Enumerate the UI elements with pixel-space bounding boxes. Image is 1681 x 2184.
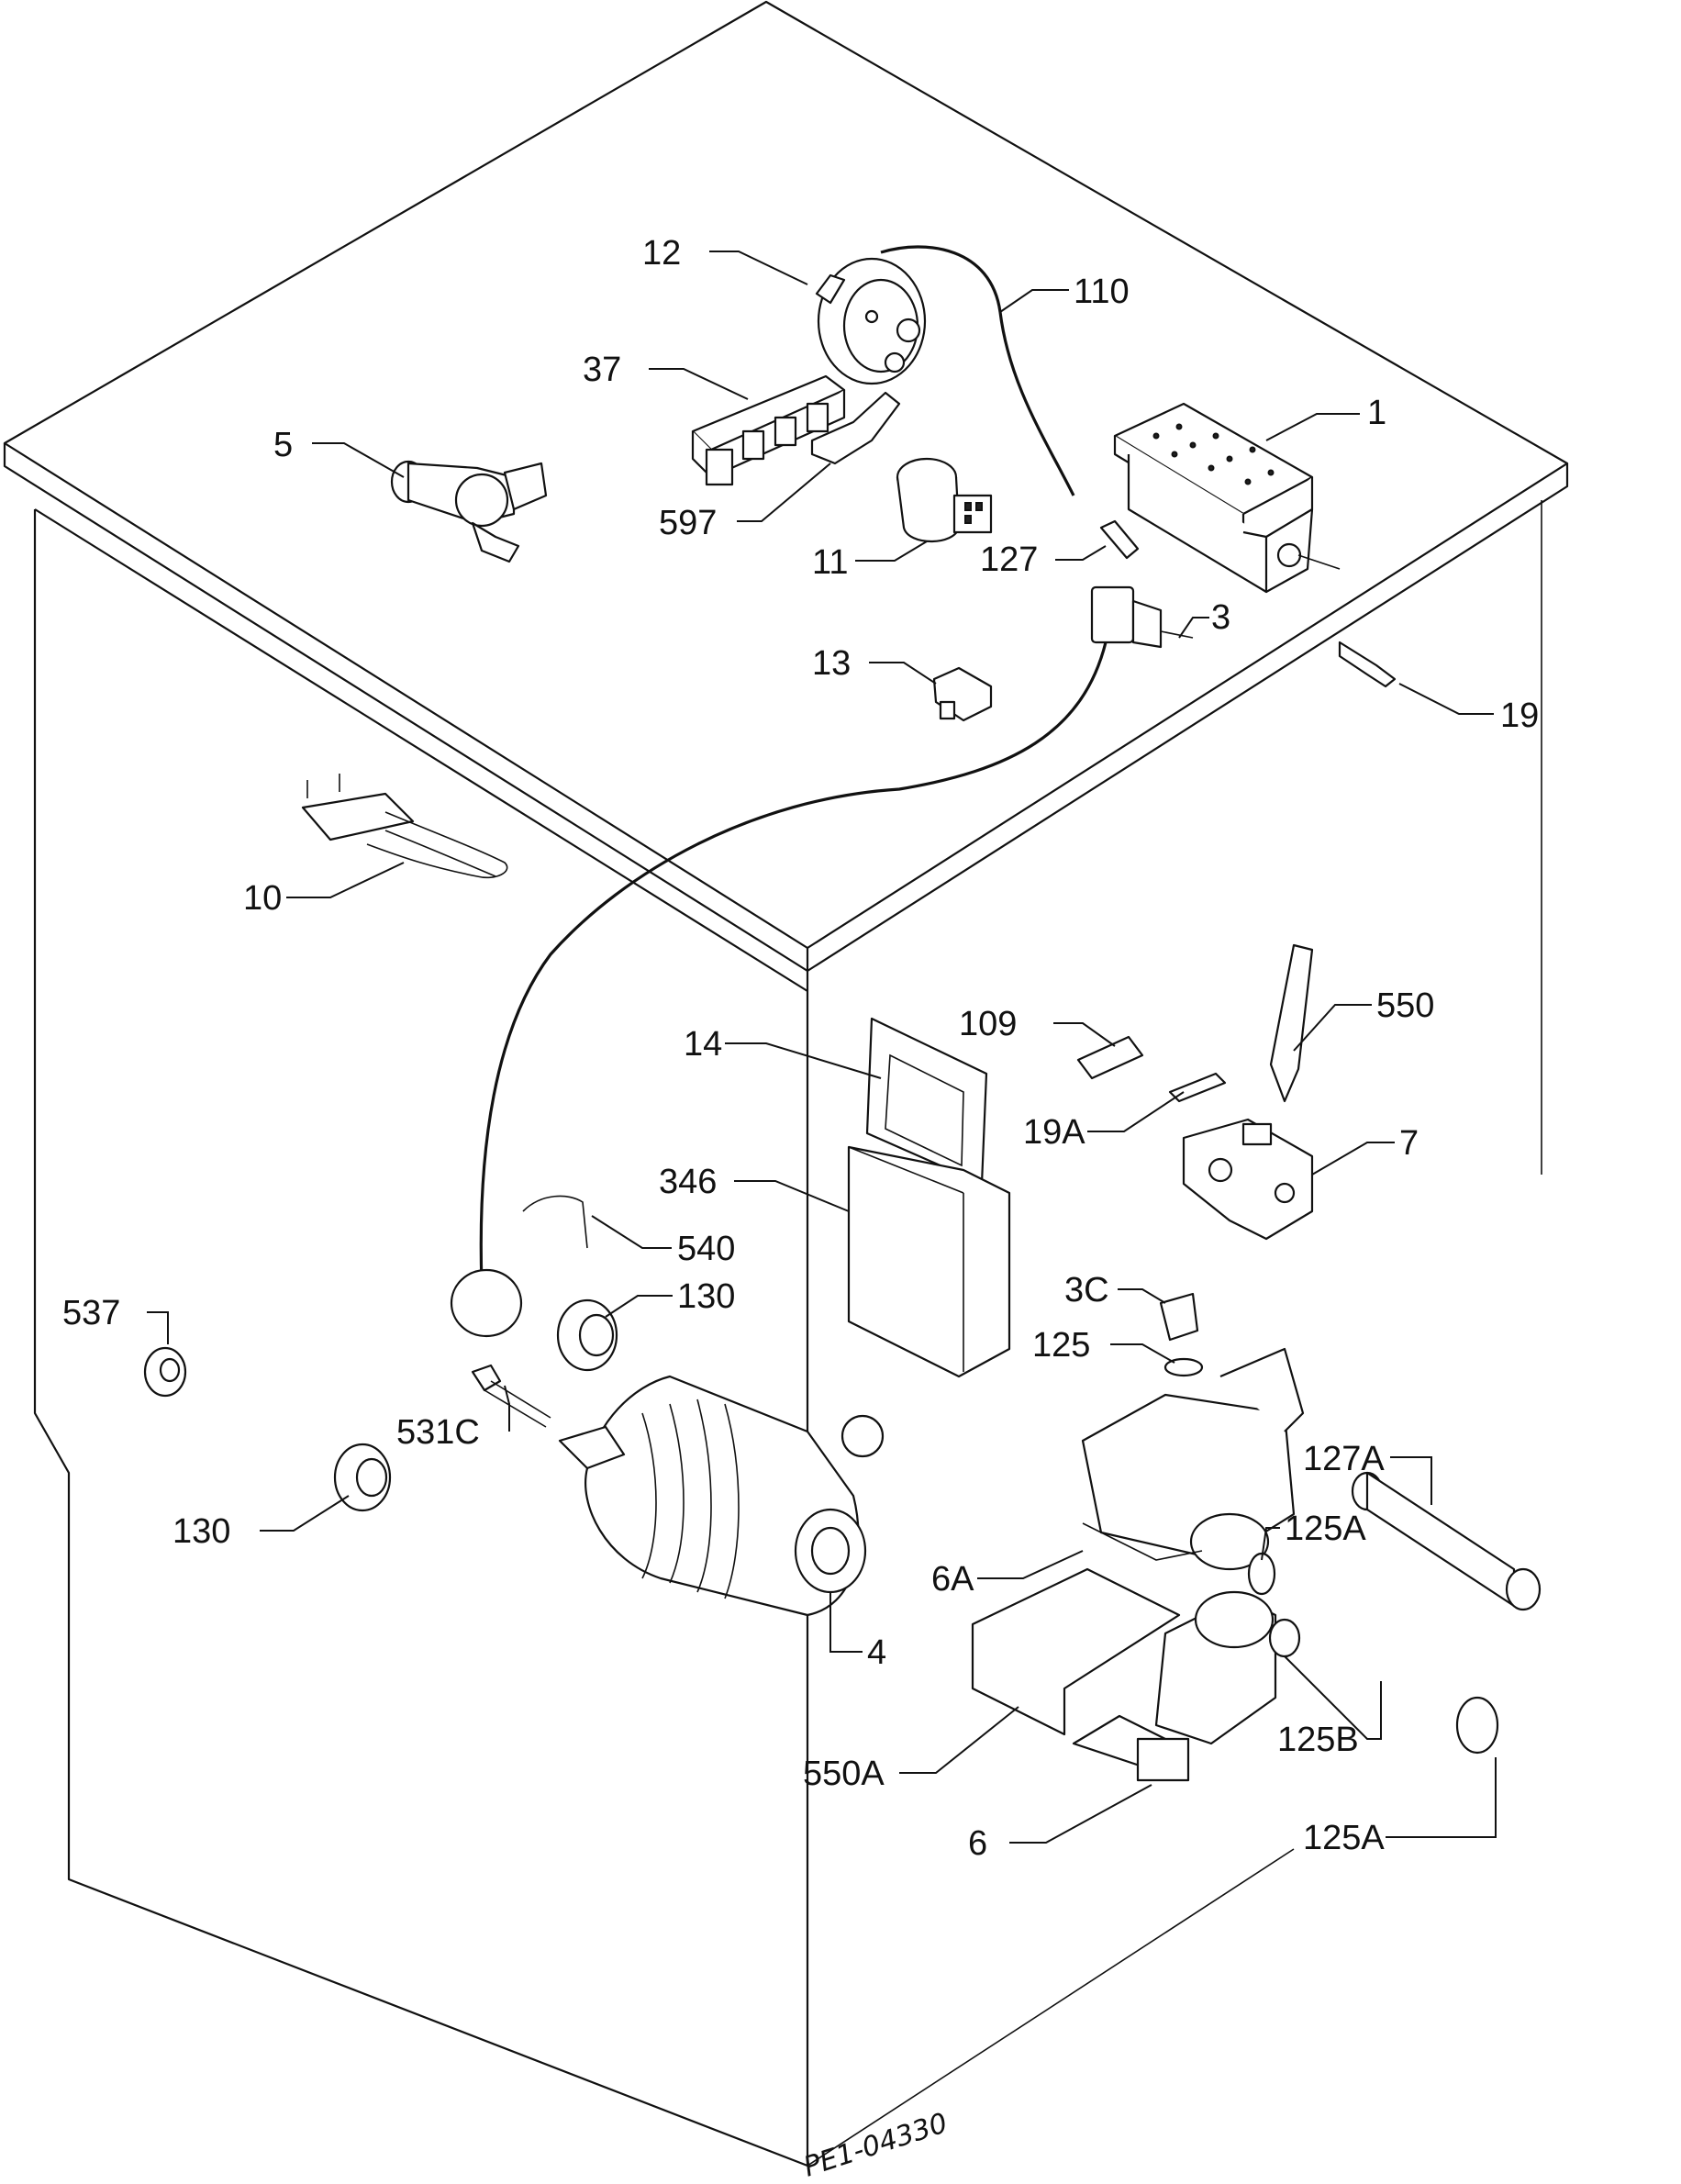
label-531c: 531C (396, 1413, 480, 1452)
grommet-130-upper-part (556, 1298, 618, 1372)
cover-550a-part (971, 1567, 1181, 1736)
label-597: 597 (659, 504, 717, 542)
capacitor-part (896, 457, 993, 543)
label-14: 14 (684, 1025, 722, 1064)
label-7: 7 (1399, 1124, 1419, 1163)
label-19a: 19A (1023, 1113, 1085, 1152)
label-130-lower: 130 (173, 1512, 230, 1551)
cable-plug-part (450, 1268, 523, 1338)
label-550: 550 (1376, 986, 1434, 1025)
label-540: 540 (677, 1230, 735, 1268)
pipe-127a-part (1247, 1471, 1542, 1611)
label-13: 13 (812, 644, 851, 683)
label-37: 37 (583, 351, 621, 389)
label-109: 109 (959, 1005, 1017, 1043)
label-127: 127 (980, 540, 1038, 579)
heating-element-part (301, 774, 508, 879)
label-6a: 6A (931, 1560, 974, 1599)
detergent-dispenser-part (847, 1017, 1011, 1378)
label-125a-lower: 125A (1303, 1819, 1385, 1857)
label-10: 10 (243, 879, 282, 918)
label-3: 3 (1211, 598, 1230, 637)
grommet-130-lower-part (333, 1443, 392, 1512)
timer-dots (1152, 423, 1275, 485)
part-labels: 12 110 1 37 5 597 11 127 3 13 19 10 14 1… (62, 234, 1539, 1863)
plug-537-part (143, 1346, 187, 1398)
pump-motor-part (1072, 1590, 1277, 1782)
screw-531c-part (471, 1364, 551, 1428)
label-5: 5 (273, 426, 293, 464)
label-110: 110 (1074, 273, 1130, 311)
pressure-switch-part (815, 257, 927, 385)
connector-13-part (932, 666, 993, 722)
terminal-block-part (691, 374, 846, 486)
label-346: 346 (659, 1163, 717, 1201)
leader-lines (147, 251, 1497, 1844)
probe-19a-part (1168, 1072, 1227, 1103)
sensor-3c-part (1159, 1292, 1204, 1377)
hose-part (880, 245, 1075, 496)
label-537: 537 (62, 1294, 120, 1332)
motor-part (558, 1375, 885, 1617)
hook-540-part (522, 1195, 588, 1249)
door-lock-part (1182, 943, 1314, 1241)
label-130-upper: 130 (677, 1277, 735, 1316)
label-127a: 127A (1303, 1440, 1385, 1478)
label-12: 12 (642, 234, 681, 273)
label-19: 19 (1500, 696, 1539, 735)
switch-cable (479, 641, 1108, 1286)
label-6: 6 (968, 1824, 987, 1863)
pump-housing-part (1081, 1347, 1305, 1571)
label-11: 11 (812, 543, 848, 582)
label-125b: 125B (1277, 1721, 1359, 1759)
seal-125a-lower-part (1455, 1696, 1499, 1755)
sensor-19-part (1338, 641, 1397, 688)
label-1: 1 (1367, 394, 1386, 432)
connector-127-part (1099, 519, 1140, 560)
switch-part (1090, 585, 1194, 649)
seal-125b-part (1268, 1618, 1301, 1658)
bracket-part (810, 391, 901, 465)
label-4: 4 (867, 1633, 886, 1672)
inlet-valve-part (390, 460, 548, 563)
label-3c: 3C (1064, 1271, 1109, 1309)
label-125a-upper: 125A (1285, 1510, 1366, 1548)
label-550a: 550A (803, 1755, 885, 1793)
label-125: 125 (1032, 1326, 1090, 1365)
drawing-code: PE1-04330 (800, 2107, 952, 2183)
programme-timer-part (1113, 402, 1341, 594)
